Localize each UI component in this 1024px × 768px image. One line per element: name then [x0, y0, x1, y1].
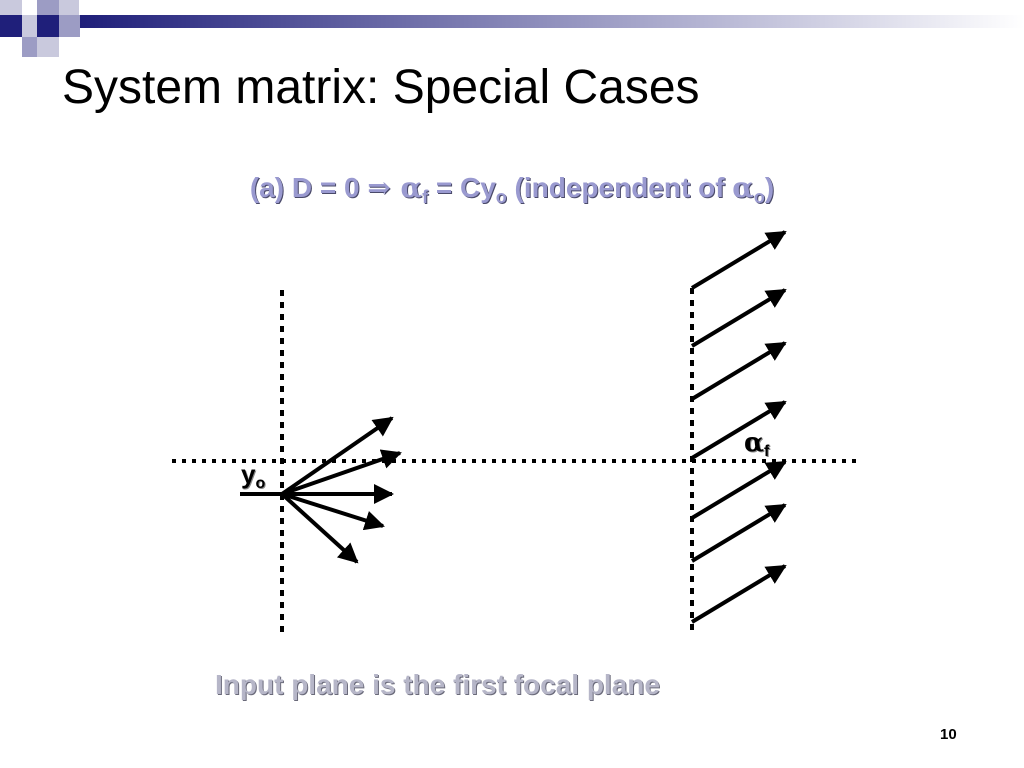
slide-title: System matrix: Special Cases — [62, 61, 700, 114]
label-y-text: y — [241, 459, 256, 489]
parallel-ray — [690, 400, 787, 460]
caption: Input plane is the first focal plane — [215, 669, 660, 700]
parallel-ray — [690, 564, 787, 624]
header-decoration — [0, 0, 1024, 57]
y-o-subscript: o — [495, 187, 507, 207]
subtitle-equation: (a) D = 0 ⇒ αf = Cyo (independent of αo) — [0, 171, 1024, 207]
parallel-ray — [690, 503, 787, 563]
diverging-ray — [280, 416, 394, 496]
label-y-o: yo — [241, 459, 266, 492]
diverging-ray — [280, 492, 359, 564]
parallel-ray — [690, 460, 787, 520]
label-y-subscript: o — [255, 475, 266, 492]
parallel-ray — [690, 341, 787, 401]
label-alpha-f: αf — [744, 427, 770, 460]
close-paren: ) — [764, 172, 775, 203]
alpha-f-subscript: f — [422, 187, 429, 207]
page-number: 10 — [940, 726, 957, 743]
subtitle-prefix: (a) D = 0 — [249, 172, 368, 203]
diverging-ray — [281, 492, 385, 531]
diverging-ray — [281, 449, 402, 496]
diverging-rays — [280, 416, 402, 564]
independent-text: (independent of — [506, 172, 733, 203]
parallel-rays — [690, 230, 787, 624]
parallel-ray — [690, 230, 787, 290]
alpha-o-subscript: o — [753, 187, 765, 207]
label-alpha-text: α — [744, 428, 765, 458]
alpha-f-symbol: α — [390, 171, 423, 204]
label-alpha-subscript: f — [764, 443, 770, 460]
equals-cy-text: = Cy — [428, 172, 496, 203]
parallel-ray — [690, 288, 787, 348]
alpha-o-symbol: α — [732, 171, 754, 204]
implies-symbol: ⇒ — [367, 171, 391, 204]
